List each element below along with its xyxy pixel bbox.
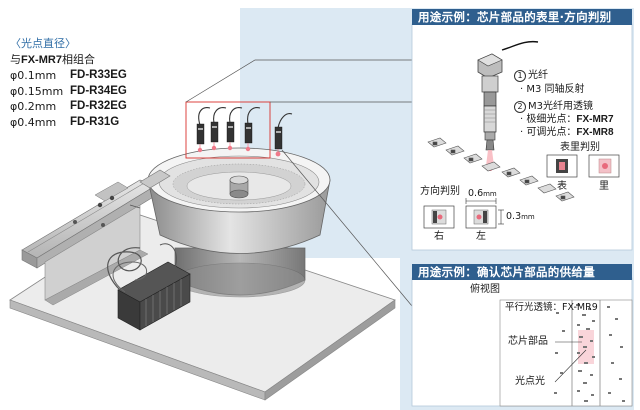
spec-row: φ0.15mm FD-R34EG bbox=[10, 84, 127, 100]
chute-with-chips bbox=[554, 300, 625, 406]
top-view-label: 俯视图 bbox=[470, 284, 500, 295]
chip-parts-label: 芯片部品 bbox=[508, 336, 548, 347]
direction-title: 方向判别 bbox=[420, 186, 460, 197]
spec-title: 〈光点直径〉 bbox=[10, 37, 76, 50]
left-label: 左 bbox=[476, 231, 486, 242]
bowl-base bbox=[174, 247, 306, 298]
spot-diameter-spec: 〈光点直径〉 与FX-MR7相组合 φ0.1mm FD-R33EG φ0.15mm… bbox=[10, 36, 127, 131]
right-label: 右 bbox=[434, 231, 444, 242]
combo-line: 与FX-MR7相组合 bbox=[10, 52, 127, 69]
spec-model: FD-R33EG bbox=[70, 69, 127, 82]
spec-model: FD-R32EG bbox=[70, 100, 127, 113]
dim-height-value: 0.3 bbox=[506, 211, 522, 222]
parallel-lens-label: 平行光透镜：FX-MR9 bbox=[505, 302, 598, 313]
fiber-sensor-heads bbox=[185, 101, 293, 159]
dim-unit: mm bbox=[483, 190, 497, 198]
combo-suffix: 相组合 bbox=[61, 52, 95, 66]
label-lens-fine: · 极细光点：FX-MR7 bbox=[520, 114, 614, 126]
dim-width-value: 0.6 bbox=[468, 188, 484, 199]
front-back-samples bbox=[546, 154, 620, 178]
num-badge: 2 bbox=[514, 101, 526, 113]
panel-top-header: 用途示例：芯片部品的表里·方向判别 bbox=[412, 9, 632, 25]
adjustable-spot-model: FX-MR8 bbox=[576, 127, 614, 138]
spec-diameter: φ0.2mm bbox=[10, 100, 57, 114]
right-margin bbox=[634, 0, 640, 410]
label-lens-adjustable: · 可调光点：FX-MR8 bbox=[520, 127, 614, 139]
spec-diameter: φ0.1mm bbox=[10, 69, 57, 83]
direction-samples bbox=[423, 198, 504, 229]
spec-model: FD-R34EG bbox=[70, 84, 127, 97]
sensor-head-with-lens bbox=[477, 40, 539, 171]
vibratory-bowl bbox=[139, 147, 331, 254]
front-label: 表 bbox=[557, 181, 567, 192]
spec-diameter: φ0.4mm bbox=[10, 115, 57, 129]
label-fiber-sub: · M3 同轴反射 bbox=[520, 84, 585, 95]
callout-lines bbox=[129, 59, 413, 307]
label-fiber-text: 光纤 bbox=[528, 70, 548, 81]
back-label: 里 bbox=[599, 181, 609, 192]
top-margin bbox=[240, 0, 640, 8]
combo-prefix: 与 bbox=[10, 52, 21, 66]
fine-spot-model: FX-MR7 bbox=[576, 114, 614, 125]
fine-spot-label: · 极细光点： bbox=[520, 114, 577, 125]
spec-row: φ0.2mm FD-R32EG bbox=[10, 99, 127, 115]
combo-model: FX-MR7 bbox=[21, 53, 62, 66]
dim-width: 0.6mm bbox=[468, 188, 497, 200]
front-back-title: 表里判别 bbox=[560, 142, 600, 153]
spec-row: φ0.1mm FD-R33EG bbox=[10, 68, 127, 84]
spec-row: φ0.4mm FD-R31G bbox=[10, 115, 127, 131]
dim-unit: mm bbox=[521, 213, 535, 221]
adjustable-spot-label: · 可调光点： bbox=[520, 127, 577, 138]
spot-light-label: 光点光 bbox=[515, 376, 545, 387]
panel-bottom-frame bbox=[411, 277, 633, 407]
spec-model: FD-R31G bbox=[70, 115, 120, 128]
dim-height: 0.3mm bbox=[506, 211, 535, 223]
chip-parts-row bbox=[427, 137, 575, 202]
spec-diameter: φ0.15mm bbox=[10, 84, 64, 98]
label-lens-text: M3光纤用透镜 bbox=[528, 101, 593, 112]
fiber-amplifier-block bbox=[107, 243, 191, 331]
panel-bottom-header: 用途示例：确认芯片部品的供给量 bbox=[412, 264, 632, 280]
num-badge: 1 bbox=[514, 70, 526, 82]
